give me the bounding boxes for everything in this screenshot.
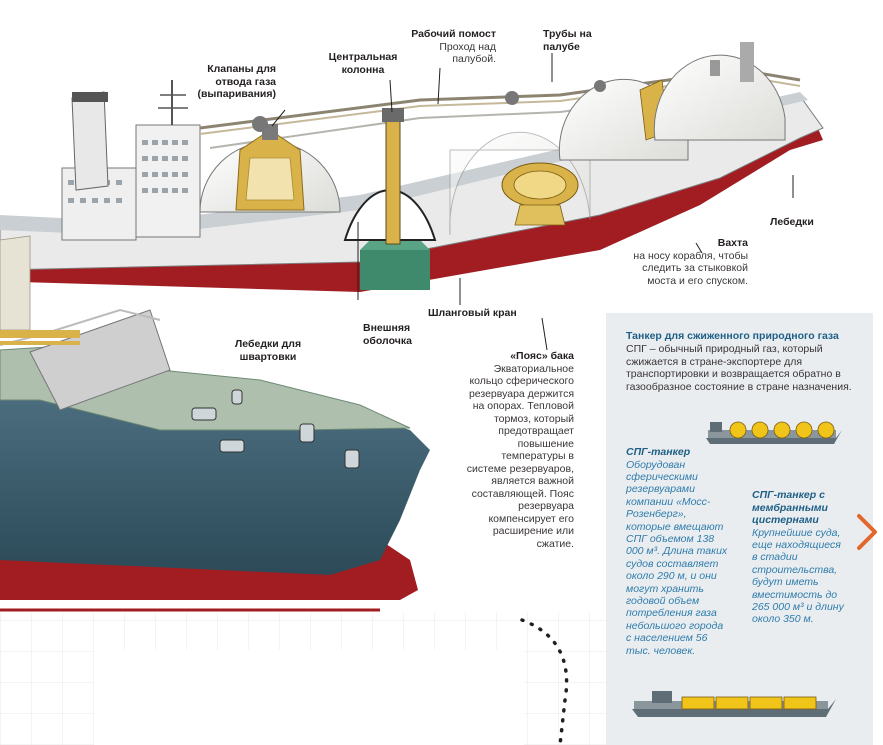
moss-desc: Оборудован сферическими резервуарами ком… xyxy=(626,458,728,657)
label-deck-pipes: Трубы на палубе xyxy=(543,28,603,53)
moss-block: СПГ-танкер Оборудован сферическими резер… xyxy=(626,446,730,657)
label-winches: Лебедки xyxy=(770,216,830,229)
info-panel: Танкер для сжиженного природного газа СП… xyxy=(606,313,873,745)
inset-box xyxy=(94,650,524,745)
work-platform-title: Рабочий помост xyxy=(411,28,496,40)
hose-crane-text: Шланговый кран xyxy=(428,307,517,319)
bow-ship xyxy=(0,235,430,600)
deck-cutaway xyxy=(360,250,430,290)
tank-belt-title: «Пояс» бака xyxy=(510,350,574,362)
membrane-title: СПГ-танкер с мембранными цистернами xyxy=(752,489,828,526)
work-platform-desc: Проход над палубой. xyxy=(439,40,496,66)
moss-tanker-icon xyxy=(706,421,842,444)
bow-hull-teal xyxy=(0,390,430,575)
next-page-button[interactable] xyxy=(855,512,883,552)
moss-title: СПГ-танкер xyxy=(626,446,691,458)
cutaway-ship xyxy=(0,42,824,292)
funnel xyxy=(71,91,109,191)
label-central-column: Центральная колонна xyxy=(322,51,404,76)
label-mooring-winches: Лебедки для швартовки xyxy=(226,338,310,363)
panel-intro: СПГ – обычный природный газ, который сжи… xyxy=(626,343,852,393)
leader-lines xyxy=(271,53,794,351)
label-work-platform: Рабочий помост Проход над палубой. xyxy=(404,28,496,66)
panel-title: Танкер для сжиженного природного газа xyxy=(626,330,839,342)
label-watch: Вахта на носу корабля, чтобы следить за … xyxy=(632,237,748,287)
watch-title: Вахта xyxy=(717,237,748,249)
central-column-text: Центральная колонна xyxy=(328,51,398,76)
deck-pipes-text: Трубы на палубе xyxy=(543,28,592,53)
membrane-desc: Крупнейшие суда, еще находящиеся в стади… xyxy=(752,526,844,626)
label-tank-belt: «Пояс» бака Экваториальное кольцо сферич… xyxy=(462,350,574,550)
winches-text: Лебедки xyxy=(770,216,814,228)
membrane-tanker-icon xyxy=(632,691,836,717)
chevron-right-icon xyxy=(857,514,877,550)
tank-sphere-3 xyxy=(449,131,591,236)
label-outer-shell: Внешняя оболочка xyxy=(363,322,423,347)
mooring-winch-shapes xyxy=(191,389,360,469)
vent-valves-text: Клапаны для отвода газа (выпаривания) xyxy=(197,63,276,100)
central-column-shape xyxy=(385,115,401,245)
label-vent-valves: Клапаны для отвода газа (выпаривания) xyxy=(190,63,276,101)
label-hose-crane: Шланговый кран xyxy=(428,307,528,320)
tank-belt-desc: Экваториальное кольцо сферического резер… xyxy=(466,362,574,550)
outer-shell-text: Внешняя оболочка xyxy=(363,322,412,347)
membrane-block: СПГ-танкер с мембранными цистернами Круп… xyxy=(752,489,848,626)
mooring-winches-text: Лебедки для швартовки xyxy=(234,338,302,363)
watch-desc: на носу корабля, чтобы следить за стыков… xyxy=(633,249,748,287)
